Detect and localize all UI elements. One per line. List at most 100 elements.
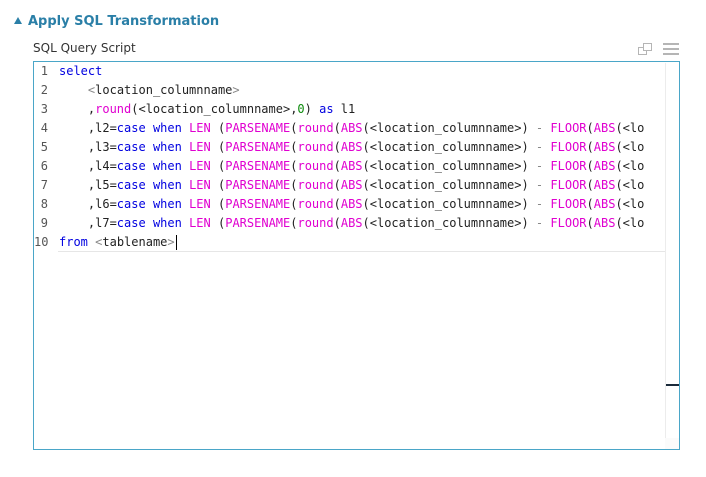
code-token: (<lo — [615, 197, 645, 211]
code-token — [182, 159, 189, 173]
code-token: ,l7= — [59, 216, 117, 230]
code-token: when — [152, 140, 182, 154]
code-token: ( — [333, 159, 341, 173]
vertical-scrollbar[interactable] — [665, 63, 679, 438]
code-token: PARSENAME — [225, 159, 291, 173]
code-token: case — [116, 140, 146, 154]
code-token: (<lo — [615, 216, 645, 230]
code-token: FLOOR — [550, 178, 587, 192]
code-token — [146, 159, 153, 173]
code-token: round — [297, 197, 334, 211]
text-cursor — [175, 235, 177, 250]
code-token: case — [116, 121, 146, 135]
code-token: - — [535, 159, 544, 173]
code-token: ( — [333, 140, 341, 154]
collapse-triangle-icon[interactable] — [14, 16, 22, 24]
code-token: - — [535, 216, 544, 230]
menu-icon[interactable] — [663, 42, 679, 56]
code-token: from — [59, 235, 88, 249]
code-token: case — [116, 216, 146, 230]
code-token: ( — [290, 159, 298, 173]
code-line[interactable]: ,l2=case when LEN (PARSENAME(round(ABS(<… — [59, 119, 644, 138]
code-token: when — [152, 216, 182, 230]
code-token: LEN — [189, 121, 211, 135]
code-line[interactable]: ,l7=case when LEN (PARSENAME(round(ABS(<… — [59, 214, 644, 233]
code-token: ABS — [340, 159, 363, 173]
code-token: ,l5= — [59, 178, 117, 192]
code-line[interactable]: ,l5=case when LEN (PARSENAME(round(ABS(<… — [59, 176, 644, 195]
code-line[interactable]: <location_columnname> — [59, 81, 240, 100]
code-token: - — [535, 178, 544, 192]
code-token: ABS — [340, 121, 363, 135]
code-token: round — [297, 159, 334, 173]
code-token: round — [95, 102, 132, 116]
code-token — [146, 216, 153, 230]
code-line[interactable]: ,l4=case when LEN (PARSENAME(round(ABS(<… — [59, 157, 644, 176]
code-token: when — [152, 159, 182, 173]
code-token: select — [59, 64, 103, 78]
line-number: 5 — [40, 140, 48, 154]
code-token: ( — [210, 140, 226, 154]
code-token: (<lo — [615, 140, 645, 154]
code-token: ( — [290, 140, 298, 154]
code-token: (<location_columnname>) — [362, 159, 536, 173]
section-title: Apply SQL Transformation — [28, 13, 220, 29]
code-token: (<location_columnname>, — [131, 102, 298, 116]
code-token: ABS — [593, 178, 616, 192]
line-number: 1 — [40, 64, 48, 78]
code-line[interactable]: from <tablename> — [58, 233, 668, 252]
code-token: ) — [304, 102, 320, 116]
code-token: LEN — [189, 159, 211, 173]
code-token: FLOOR — [550, 140, 587, 154]
code-token — [146, 140, 153, 154]
code-token: ,l2= — [59, 121, 117, 135]
code-token — [59, 83, 88, 97]
code-token: ( — [333, 216, 341, 230]
copy-icon[interactable] — [638, 42, 654, 56]
code-token: case — [116, 178, 146, 192]
code-token: ABS — [593, 121, 616, 135]
code-token: 0 — [297, 102, 305, 116]
code-token: FLOOR — [550, 121, 587, 135]
code-token: ABS — [340, 216, 363, 230]
code-token: (<lo — [615, 178, 645, 192]
code-token: LEN — [189, 140, 211, 154]
code-token — [146, 178, 153, 192]
code-token: ABS — [340, 178, 363, 192]
code-line[interactable]: ,l6=case when LEN (PARSENAME(round(ABS(<… — [59, 195, 644, 214]
code-token: ABS — [593, 216, 616, 230]
code-token: ( — [210, 216, 226, 230]
code-token: > — [232, 83, 240, 97]
code-token: ,l3= — [59, 140, 117, 154]
code-token — [182, 178, 189, 192]
code-token: when — [152, 121, 182, 135]
code-token: (<location_columnname>) — [362, 197, 536, 211]
code-area[interactable]: select <location_columnname> ,round(<loc… — [58, 62, 679, 449]
code-token: > — [167, 235, 175, 249]
code-token: ( — [333, 197, 341, 211]
code-token — [182, 121, 189, 135]
code-token: - — [535, 140, 544, 154]
code-token: ( — [290, 197, 298, 211]
code-token: ( — [290, 216, 298, 230]
code-token: tablename — [102, 235, 168, 249]
code-token: (<lo — [615, 159, 645, 173]
line-number: 7 — [40, 178, 48, 192]
code-token: LEN — [189, 216, 211, 230]
code-token: round — [297, 140, 334, 154]
code-token: ABS — [593, 159, 616, 173]
code-line[interactable]: ,l3=case when LEN (PARSENAME(round(ABS(<… — [59, 138, 644, 157]
code-token — [182, 197, 189, 211]
line-number: 9 — [40, 216, 48, 230]
code-token: PARSENAME — [225, 197, 291, 211]
code-token: (<lo — [615, 121, 645, 135]
section-header-apply-sql[interactable]: Apply SQL Transformation — [14, 12, 219, 30]
code-token: location_columnname — [95, 83, 233, 97]
code-token: PARSENAME — [225, 216, 291, 230]
code-line[interactable]: select — [59, 62, 102, 81]
code-token: FLOOR — [550, 159, 587, 173]
code-token — [182, 216, 189, 230]
code-line[interactable]: ,round(<location_columnname>,0) as l1 — [59, 100, 355, 119]
